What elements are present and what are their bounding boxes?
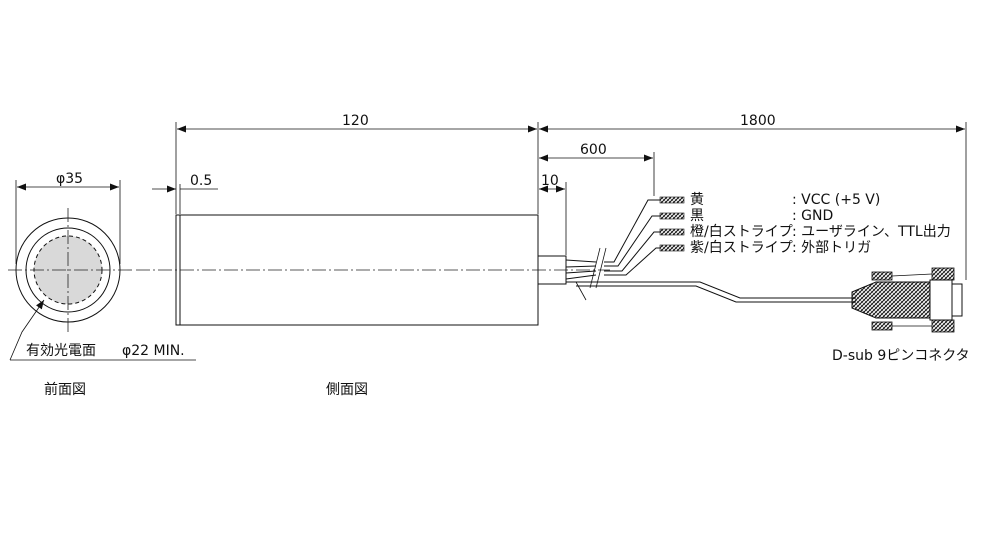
wire-color-3: 橙/白ストライプ bbox=[690, 224, 793, 240]
cable-length-label: 1800 bbox=[740, 113, 776, 129]
collar-length-label: 10 bbox=[541, 173, 559, 189]
cable-upper-edge bbox=[566, 281, 856, 299]
wire-black bbox=[604, 215, 660, 267]
side-view: 120 1800 600 10 0.5 黄 黒 橙/白ストライプ 紫/白ストライ… bbox=[136, 113, 970, 398]
wire-end-4 bbox=[659, 244, 685, 252]
wire-signal-4: : 外部トリガ bbox=[792, 240, 871, 256]
front-diameter-label: φ35 bbox=[56, 171, 83, 187]
wire-yellow bbox=[604, 199, 660, 263]
front-view: φ35 有効光電面 φ22 MIN. 前面図 bbox=[8, 171, 196, 398]
dsub-connector bbox=[851, 267, 963, 333]
wire-end-2 bbox=[659, 212, 685, 220]
body-length-label: 120 bbox=[342, 113, 369, 129]
wire-purple-white bbox=[604, 247, 660, 276]
wire-color-2: 黒 bbox=[690, 208, 704, 224]
lead-length-label: 600 bbox=[580, 142, 607, 158]
wire-color-4: 紫/白ストライプ bbox=[690, 240, 793, 256]
wire-orange-white bbox=[604, 231, 660, 272]
wire-color-1: 黄 bbox=[690, 191, 704, 208]
side-view-caption: 側面図 bbox=[326, 382, 368, 398]
wire-end-1 bbox=[659, 196, 685, 204]
wire-end-3 bbox=[659, 228, 685, 236]
effective-area-leader bbox=[9, 299, 45, 361]
effective-area-label: 有効光電面 bbox=[26, 343, 96, 359]
front-view-caption: 前面図 bbox=[44, 381, 86, 398]
effective-area-diameter: φ22 MIN. bbox=[122, 343, 185, 359]
wire-signal-2: : GND bbox=[792, 208, 833, 224]
connector-label: D-sub 9ピンコネクタ bbox=[832, 348, 970, 364]
window-offset-label: 0.5 bbox=[190, 173, 212, 189]
cable-lower-edge bbox=[576, 285, 856, 303]
wire-signal-3: : ユーザライン、TTL出力 bbox=[792, 224, 951, 240]
wire-signal-1: : VCC (+5 V) bbox=[792, 192, 880, 208]
